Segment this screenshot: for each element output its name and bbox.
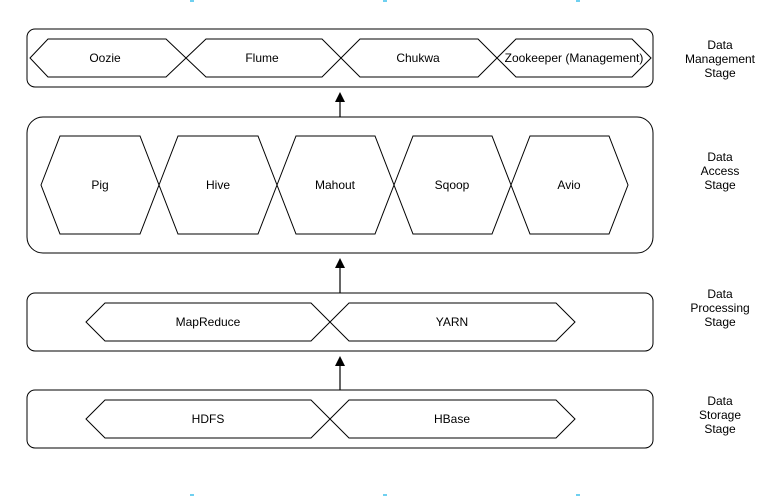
yarn-label: YARN <box>436 315 468 329</box>
hbase-node <box>329 399 576 439</box>
guide-mark <box>576 494 580 496</box>
hbase-label: HBase <box>434 412 470 426</box>
flume-label: Flume <box>245 51 279 65</box>
zookeeper-label: Zookeeper (Management) <box>505 51 644 65</box>
avio-node <box>510 135 629 235</box>
processing-stage-label: Data Processing Stage <box>690 287 750 329</box>
yarn-node <box>329 302 576 342</box>
guide-mark <box>190 494 194 496</box>
chukwa-label: Chukwa <box>396 51 440 65</box>
guide-mark <box>190 0 194 2</box>
hdfs-label: HDFS <box>192 412 225 426</box>
access-stage-label: Data Access Stage <box>700 150 740 192</box>
mapreduce-label: MapReduce <box>176 315 241 329</box>
pig-label: Pig <box>91 178 108 192</box>
avio-label: Avio <box>557 178 580 192</box>
guide-mark <box>576 0 580 2</box>
hive-label: Hive <box>206 178 230 192</box>
oozie-label: Oozie <box>89 51 121 65</box>
guide-mark <box>383 0 387 2</box>
storage-stage-label: Data Storage Stage <box>698 394 742 436</box>
sqoop-label: Sqoop <box>435 178 470 192</box>
management-stage-label: Data Management Stage <box>684 38 756 80</box>
guide-mark <box>383 494 387 496</box>
zookeeper-node <box>496 38 652 78</box>
mahout-label: Mahout <box>315 178 356 192</box>
